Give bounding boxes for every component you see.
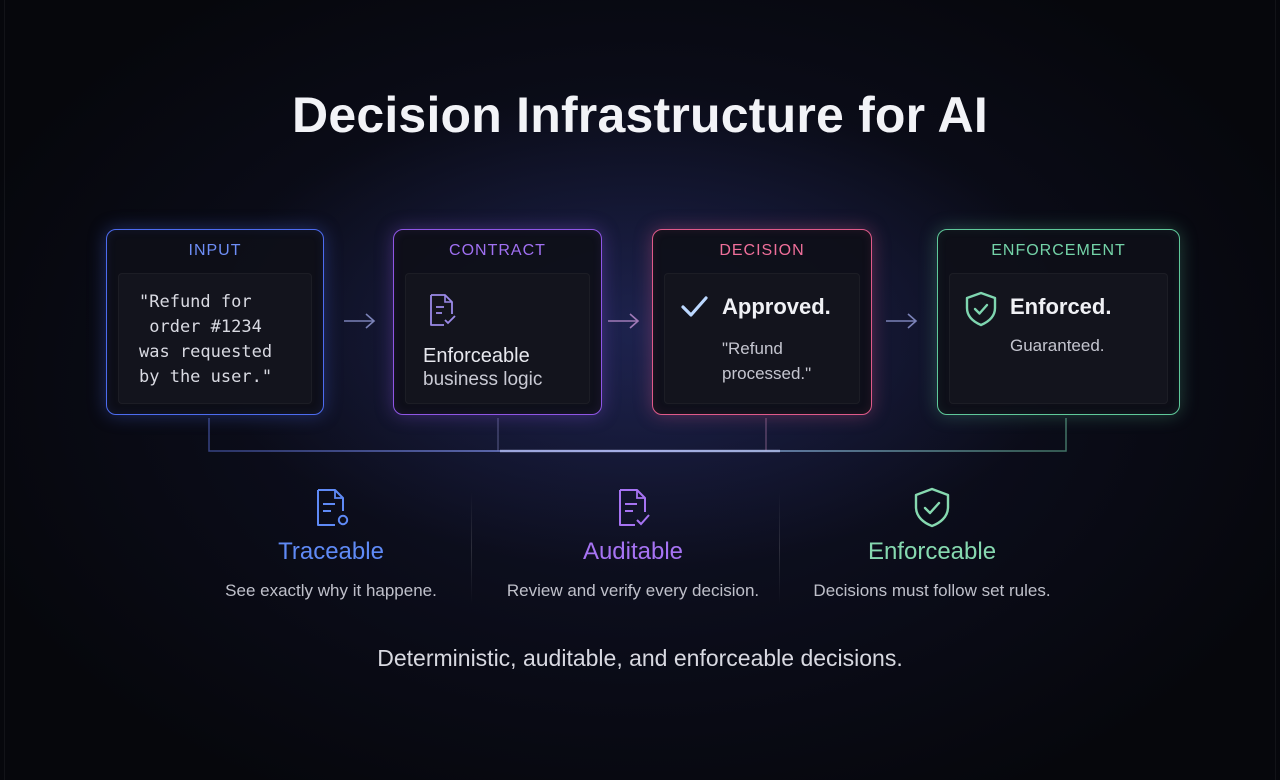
decision-content: Approved. "Refund processed." [664, 273, 860, 404]
feature-description: See exactly why it happene. [225, 581, 437, 600]
checkmark-icon [681, 296, 708, 317]
input-card: INPUT "Refund for order #1234 was reques… [106, 229, 324, 415]
feature-traceable: Traceable See exactly why it happene. [181, 486, 481, 601]
document-check-icon [430, 294, 456, 326]
enforcement-detail: Guaranteed. [1010, 336, 1105, 355]
arrow-right-icon [608, 313, 640, 329]
decision-label: DECISION [719, 242, 805, 259]
arrow-right-icon [886, 313, 918, 329]
contract-label: CONTRACT [449, 242, 546, 259]
feature-auditable: Auditable Review and verify every decisi… [483, 486, 783, 601]
feature-enforceable: Enforceable Decisions must follow set ru… [782, 486, 1082, 601]
enforcement-content: Enforced. Guaranteed. [949, 273, 1168, 404]
document-trace-icon [317, 489, 349, 526]
feature-description: Decisions must follow set rules. [813, 581, 1051, 600]
decision-card: DECISION Approved. "Refund processed." [652, 229, 872, 415]
enforcement-status: Enforced. [1010, 294, 1112, 319]
decision-detail: "Refund processed." [722, 339, 812, 383]
document-check-icon [619, 489, 650, 526]
tagline: Deterministic, auditable, and enforceabl… [377, 645, 903, 671]
feature-title: Enforceable [867, 538, 997, 565]
enforcement-card: ENFORCEMENT Enforced. Guaranteed. [937, 229, 1180, 415]
contract-card: CONTRACT Enforceable business logic [393, 229, 602, 415]
page-title: Decision Infrastructure for AI [292, 87, 988, 143]
shield-check-icon [914, 487, 950, 528]
input-text: "Refund for order #1234 was requested by… [139, 292, 273, 387]
decision-status: Approved. [722, 294, 831, 319]
shield-check-icon [965, 291, 997, 327]
feature-divider [471, 492, 472, 604]
feature-title: Traceable [278, 538, 384, 565]
arrow-right-icon [344, 313, 376, 329]
feature-description: Review and verify every decision. [506, 581, 760, 600]
contract-title: Enforceable [423, 345, 530, 367]
contract-subtitle: business logic [423, 369, 543, 390]
input-content: "Refund for order #1234 was requested by… [118, 273, 312, 404]
feature-title: Auditable [582, 538, 684, 565]
contract-content: Enforceable business logic [405, 273, 590, 404]
enforcement-label: ENFORCEMENT [991, 242, 1126, 259]
feature-divider [779, 492, 780, 604]
input-label: INPUT [188, 242, 242, 259]
